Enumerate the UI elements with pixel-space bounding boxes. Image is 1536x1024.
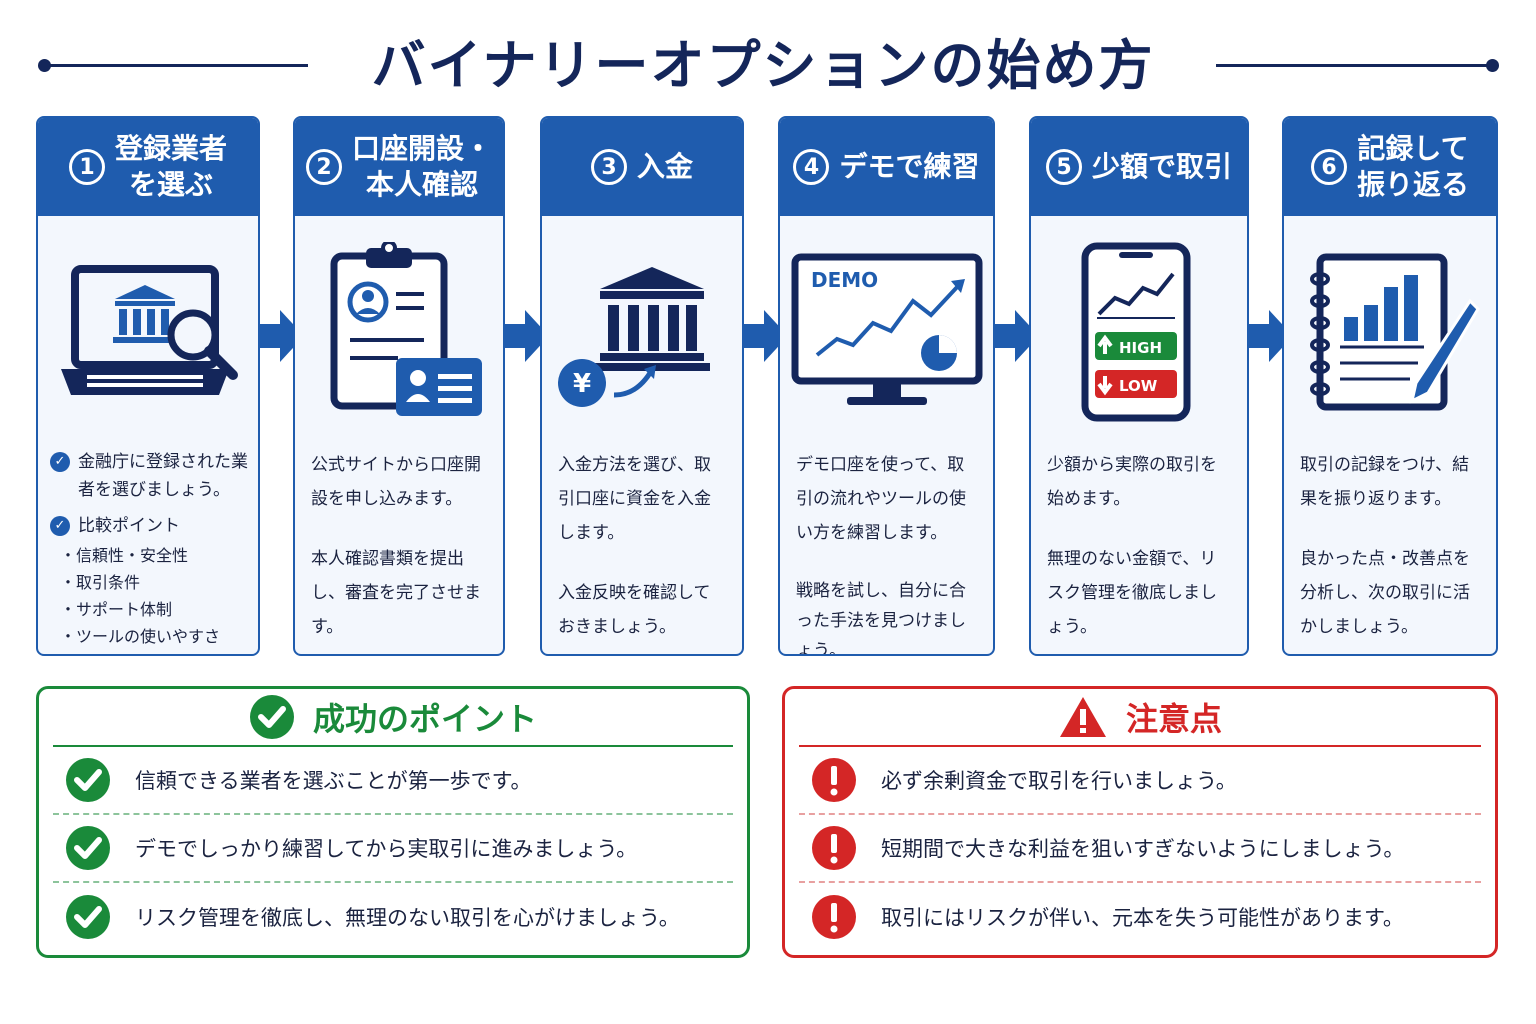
step-number-6: 6: [1310, 149, 1347, 185]
step3-text-1: 入金方法を選び、取引口座に資金を入金します。: [558, 455, 711, 543]
step-number-1: 1: [68, 149, 105, 185]
step-card-5: 5 少額で取引 HIGH LOW 少額から実際の取引を始めます。 無理のない金額…: [1029, 116, 1249, 656]
success-points-panel: 成功のポイント 信頼できる業者を選ぶことが第一歩です。 デモでしっかり練習してか…: [36, 686, 750, 958]
check-icon: ✓: [50, 452, 70, 472]
step-header-5: 5 少額で取引: [1031, 118, 1247, 216]
step2-text-2: 本人確認書類を提出し、審査を完了させます。: [311, 549, 481, 637]
laptop-bank-search-icon: [38, 216, 258, 448]
check-circle-icon: [65, 825, 111, 871]
success-panel-title: 成功のポイント: [312, 700, 537, 738]
step-header-4: 4 デモで練習: [780, 118, 993, 216]
arrow-right-icon: [1249, 310, 1293, 362]
step-title-2: 口座開設・ 本人確認: [351, 132, 492, 201]
step-card-1: 1 登録業者 を選ぶ ✓ 金融庁に登録された業者を選びましょう。 ✓ 比較ポイン…: [36, 116, 260, 656]
title-line-right: [1216, 64, 1492, 67]
warning-triangle-icon: [1058, 695, 1108, 739]
step-number-3: 3: [590, 149, 627, 185]
demo-monitor-icon: DEMO: [780, 216, 993, 448]
arrow-right-icon: [995, 310, 1039, 362]
step-header-2: 2 口座開設・ 本人確認: [295, 118, 503, 216]
step-title-5: 少額で取引: [1091, 150, 1232, 183]
success-item-1: 信頼できる業者を選ぶことが第一歩です。: [53, 747, 733, 815]
title-line-left: [44, 64, 308, 67]
bank-yen-icon: ¥: [542, 216, 742, 448]
exclamation-circle-icon: [811, 894, 857, 940]
step-title-3: 入金: [636, 150, 693, 183]
step-title-4: デモで練習: [839, 150, 980, 183]
caution-points-panel: 注意点 必ず余剰資金で取引を行いましょう。 短期間で大きな利益を狙いすぎないよう…: [782, 686, 1498, 958]
step-header-1: 1 登録業者 を選ぶ: [38, 118, 258, 216]
success-panel-header: 成功のポイント: [53, 689, 733, 747]
step1-bullet-list: 信頼性・安全性 取引条件 サポート体制 ツールの使いやすさ: [50, 542, 248, 650]
clipboard-id-card-icon: [295, 216, 503, 448]
step5-text-2: 無理のない金額で、リスク管理を徹底しましょう。: [1047, 549, 1217, 637]
step4-text-1: デモ口座を使って、取引の流れやツールの使い方を練習します。: [796, 455, 966, 543]
step-number-2: 2: [305, 149, 342, 185]
list-item: 信頼性・安全性: [60, 542, 248, 569]
caution-panel-header: 注意点: [799, 689, 1481, 747]
step-card-3: 3 入金 ¥ 入金方法を選び、取引口座に資金を入金します。 入金反映を確認してお…: [540, 116, 744, 656]
list-item: 取引条件: [60, 569, 248, 596]
step-title-1: 登録業者 を選ぶ: [114, 132, 227, 201]
svg-text:DEMO: DEMO: [811, 268, 878, 292]
notebook-chart-pen-icon: [1284, 216, 1496, 448]
step1-check-compare: ✓ 比較ポイント: [50, 512, 248, 540]
step5-text-1: 少額から実際の取引を始めます。: [1047, 455, 1217, 509]
success-item-3: リスク管理を徹底し、無理のない取引を心がけましょう。: [53, 883, 733, 951]
step-title-6: 記録して 振り返る: [1356, 132, 1469, 201]
success-item-2: デモでしっかり練習してから実取引に進みましょう。: [53, 815, 733, 883]
arrow-right-icon: [505, 310, 549, 362]
svg-text:HIGH: HIGH: [1119, 339, 1162, 357]
caution-item-2: 短期間で大きな利益を狙いすぎないようにしましょう。: [799, 815, 1481, 883]
caution-item-1: 必ず余剰資金で取引を行いましょう。: [799, 747, 1481, 815]
list-item: ツールの使いやすさ: [60, 623, 248, 650]
page-title: バイナリーオプションの始め方: [371, 34, 1155, 97]
check-circle-icon: [249, 694, 295, 740]
step4-text-2: 戦略を試し、自分に合った手法を見つけましょう。: [796, 581, 966, 656]
title-dot-right: [1486, 59, 1499, 72]
step-header-3: 3 入金: [542, 118, 742, 216]
step2-text-1: 公式サイトから口座開設を申し込みます。: [311, 455, 481, 509]
exclamation-circle-icon: [811, 757, 857, 803]
list-item: サポート体制: [60, 596, 248, 623]
step-card-6: 6 記録して 振り返る 取引の記録をつけ、結果を振り返ります。 良かった点・改善…: [1282, 116, 1498, 656]
step3-text-2: 入金反映を確認しておきましょう。: [558, 583, 711, 637]
check-circle-icon: [65, 894, 111, 940]
step-number-5: 5: [1045, 149, 1082, 185]
smartphone-high-low-icon: HIGH LOW: [1031, 216, 1247, 448]
arrow-right-icon: [260, 310, 304, 362]
check-circle-icon: [65, 757, 111, 803]
step-card-2: 2 口座開設・ 本人確認 公式サイトから口座開設を申し込みます。 本人確認書類を…: [293, 116, 505, 656]
step6-text-1: 取引の記録をつけ、結果を振り返ります。: [1300, 455, 1470, 509]
step-number-4: 4: [793, 149, 830, 185]
check-icon: ✓: [50, 516, 70, 536]
step-card-4: 4 デモで練習 DEMO デモ口座を使って、取引の流れやツールの使い方を練習しま…: [778, 116, 995, 656]
caution-item-3: 取引にはリスクが伴い、元本を失う可能性があります。: [799, 883, 1481, 951]
title-row: バイナリーオプションの始め方: [0, 28, 1536, 104]
step6-text-2: 良かった点・改善点を分析し、次の取引に活かしましょう。: [1300, 549, 1470, 637]
caution-panel-title: 注意点: [1125, 700, 1222, 738]
arrow-right-icon: [744, 310, 788, 362]
step-header-6: 6 記録して 振り返る: [1284, 118, 1496, 216]
svg-text:¥: ¥: [573, 369, 591, 399]
exclamation-circle-icon: [811, 825, 857, 871]
svg-text:LOW: LOW: [1119, 377, 1158, 395]
step1-check-registered: ✓ 金融庁に登録された業者を選びましょう。: [50, 448, 248, 504]
